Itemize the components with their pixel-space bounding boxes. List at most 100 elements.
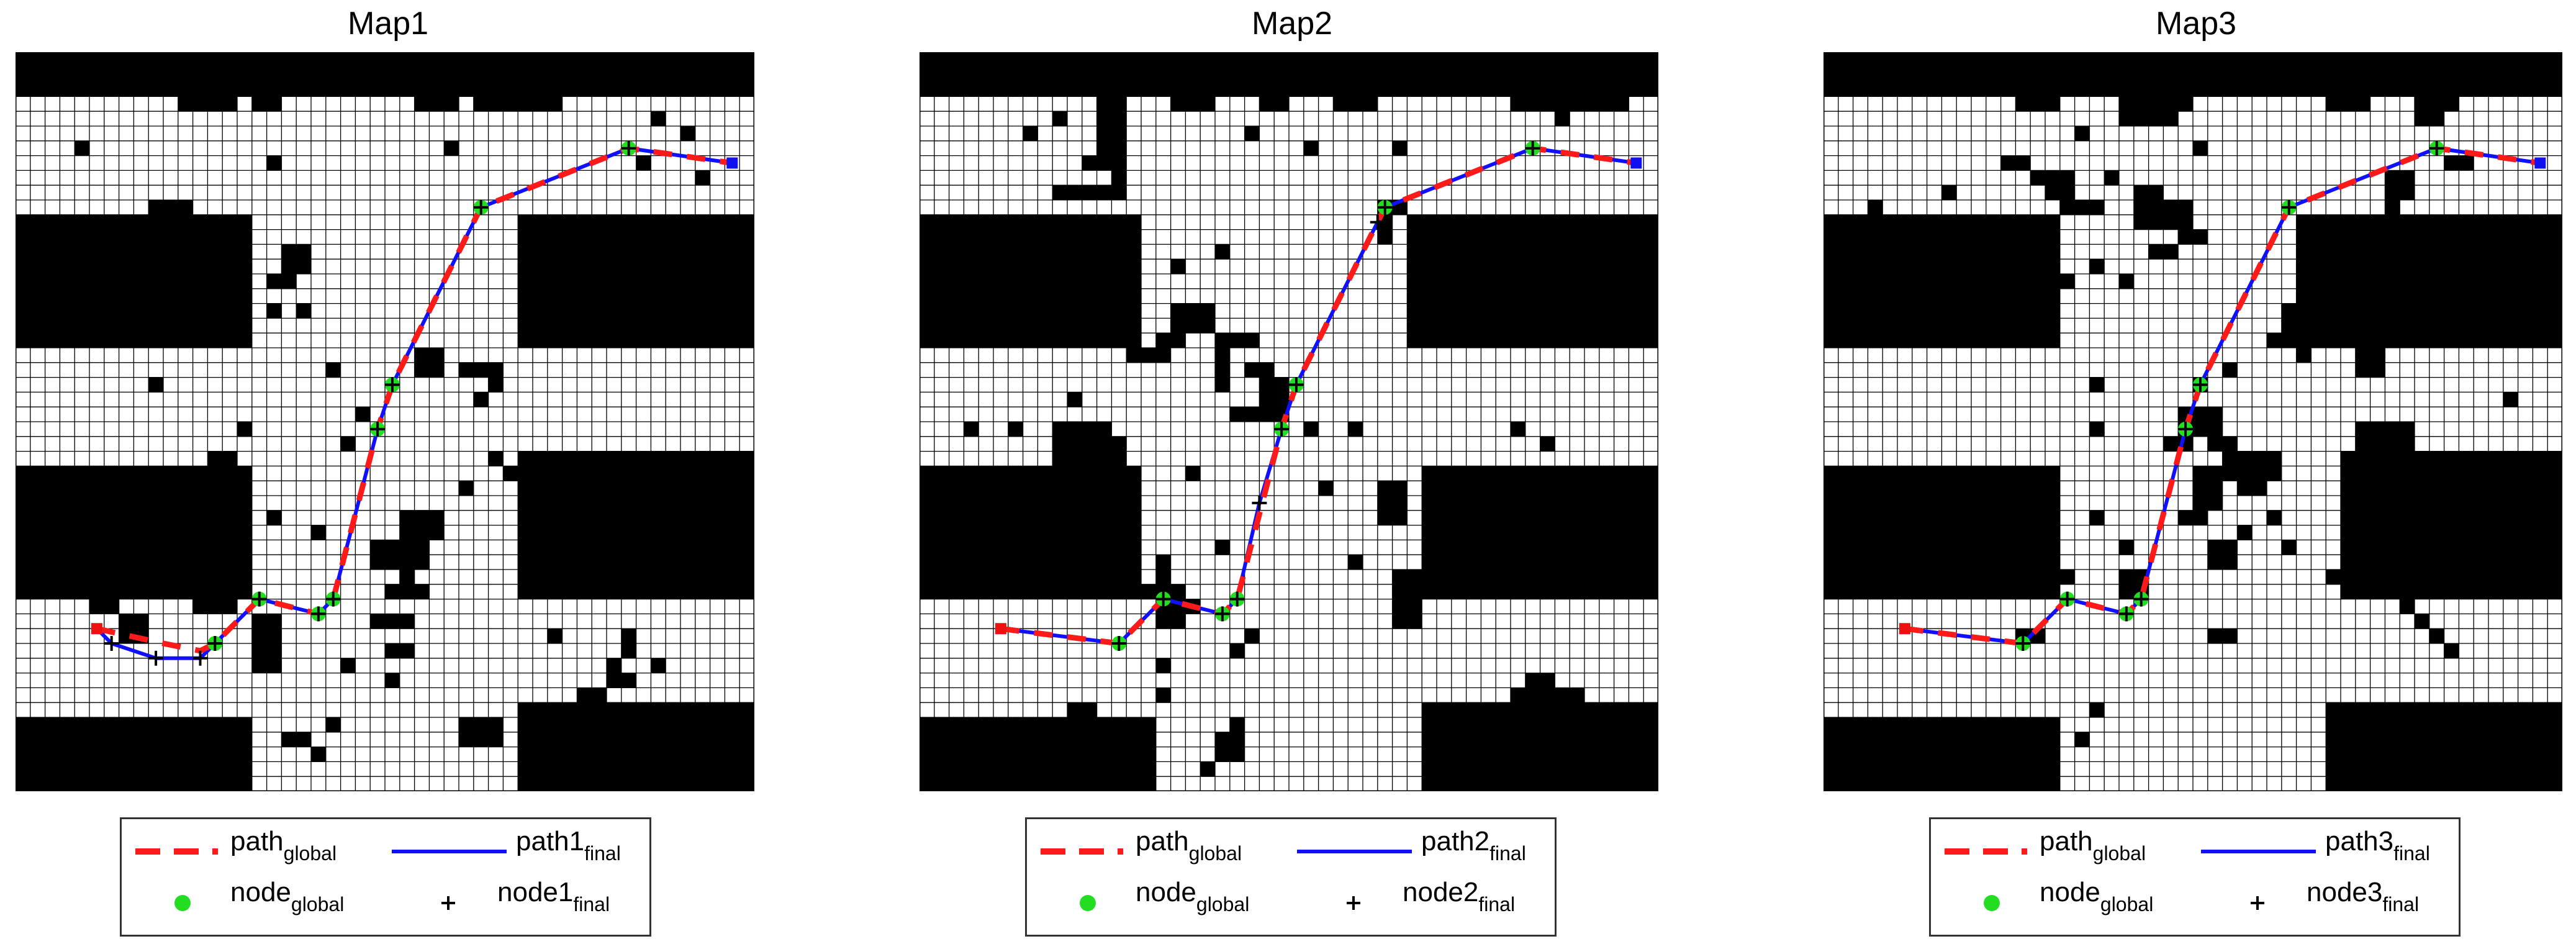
- obstacle-cell: [2045, 540, 2060, 555]
- obstacle-cell: [2222, 362, 2238, 378]
- obstacle-cell: [2015, 259, 2031, 274]
- obstacle-block: [2133, 185, 2164, 230]
- obstacle-cell: [2296, 348, 2312, 363]
- obstacle-cell: [459, 481, 474, 496]
- legend-node-final-swatch: [441, 896, 455, 910]
- obstacle-cell: [1229, 643, 1245, 658]
- legend-label-node-global: nodeglobal: [2040, 877, 2153, 915]
- obstacle-block: [1170, 303, 1215, 334]
- chart-title: Map3: [2155, 6, 2237, 42]
- obstacle-block: [2415, 96, 2459, 112]
- obstacle-cell: [1052, 111, 1067, 126]
- obstacle-cell: [222, 451, 237, 466]
- obstacle-cell: [266, 510, 282, 525]
- obstacle-block: [414, 96, 459, 112]
- obstacle-block: [1259, 377, 1289, 407]
- obstacle-cell: [399, 570, 415, 584]
- obstacle-block: [1170, 96, 1215, 112]
- obstacle-cell: [488, 451, 504, 466]
- legend-node-final-swatch: [1347, 896, 1360, 910]
- node-final-point: [1370, 214, 1385, 230]
- legend-label-node-final: node1final: [497, 877, 610, 915]
- obstacle-cell: [2074, 732, 2090, 747]
- obstacle-cell: [2000, 584, 2016, 599]
- obstacle-block: [266, 303, 282, 319]
- obstacle-cell: [2030, 555, 2045, 570]
- obstacle-cell: [473, 392, 489, 407]
- obstacle-block: [562, 702, 592, 717]
- obstacle-cell: [1215, 540, 1230, 555]
- node-final-point: [1288, 377, 1304, 393]
- obstacle-cell: [237, 422, 252, 437]
- obstacle-block: [1824, 717, 2060, 791]
- node-final-point: [251, 591, 267, 607]
- obstacle-cell: [2059, 274, 2075, 289]
- obstacle-cell: [1941, 185, 1957, 200]
- obstacle-block: [251, 614, 282, 673]
- obstacle-block: [296, 303, 311, 319]
- node-final-point: [2192, 377, 2208, 393]
- legend-label-node-global: nodeglobal: [1136, 877, 1249, 915]
- obstacle-cell: [1229, 717, 1245, 732]
- obstacle-block: [2341, 451, 2562, 599]
- obstacle-cell: [1170, 259, 1186, 274]
- node-final-point: [325, 591, 341, 607]
- obstacle-block: [16, 52, 754, 97]
- start-marker: [91, 623, 102, 635]
- obstacle-cell: [488, 377, 504, 393]
- node-final-point: [1377, 199, 1393, 215]
- obstacle-block: [518, 451, 754, 599]
- obstacle-block: [2148, 244, 2179, 260]
- legend-label-path-final: path2final: [1421, 826, 1526, 865]
- node-final-point: [2118, 606, 2134, 622]
- obstacle-block: [1096, 436, 1127, 466]
- obstacle-block: [2207, 540, 2238, 570]
- obstacle-block: [178, 96, 237, 112]
- obstacle-block: [1052, 422, 1112, 437]
- obstacle-cell: [148, 377, 163, 393]
- obstacle-block: [2000, 155, 2031, 171]
- obstacle-block: [2237, 481, 2267, 496]
- obstacle-block: [1422, 702, 1658, 791]
- obstacle-block: [2444, 643, 2459, 658]
- obstacle-block: [2385, 200, 2400, 215]
- obstacle-block: [2207, 629, 2238, 643]
- legend-label-path-final: path1final: [516, 826, 621, 865]
- obstacle-block: [2415, 614, 2429, 629]
- node-final-point: [370, 421, 386, 437]
- obstacle-block: [2178, 229, 2208, 245]
- obstacle-block: [2429, 629, 2444, 643]
- legend-label-node-global: nodeglobal: [230, 877, 344, 915]
- obstacle-block: [2296, 214, 2562, 348]
- obstacle-block: [89, 599, 119, 614]
- path-global-line: [96, 145, 733, 654]
- chart-title: Map2: [1251, 6, 1333, 42]
- obstacle-block: [2045, 185, 2075, 200]
- obstacle-cell: [340, 436, 356, 452]
- obstacle-block: [1407, 214, 1658, 348]
- legend-node-final-swatch: [2251, 896, 2264, 910]
- obstacle-cell: [355, 407, 371, 422]
- node-final-point: [1111, 636, 1127, 651]
- obstacle-cell: [2193, 496, 2208, 511]
- obstacle-cell: [695, 170, 710, 186]
- obstacle-block: [920, 214, 1141, 348]
- obstacle-block: [1244, 362, 1275, 378]
- goal-marker: [2534, 157, 2546, 169]
- obstacle-cell: [311, 525, 326, 540]
- obstacle-cell: [2089, 377, 2105, 393]
- obstacle-block: [2119, 96, 2193, 112]
- obstacle-block: [1511, 688, 1584, 703]
- obstacle-cell: [311, 747, 326, 762]
- obstacle-block: [459, 717, 504, 747]
- obstacle-block: [920, 466, 1141, 599]
- obstacle-block: [577, 688, 607, 703]
- obstacle-block: [163, 214, 237, 230]
- obstacle-cell: [2030, 288, 2045, 304]
- obstacle-cell: [2281, 540, 2297, 555]
- obstacle-block: [459, 362, 504, 378]
